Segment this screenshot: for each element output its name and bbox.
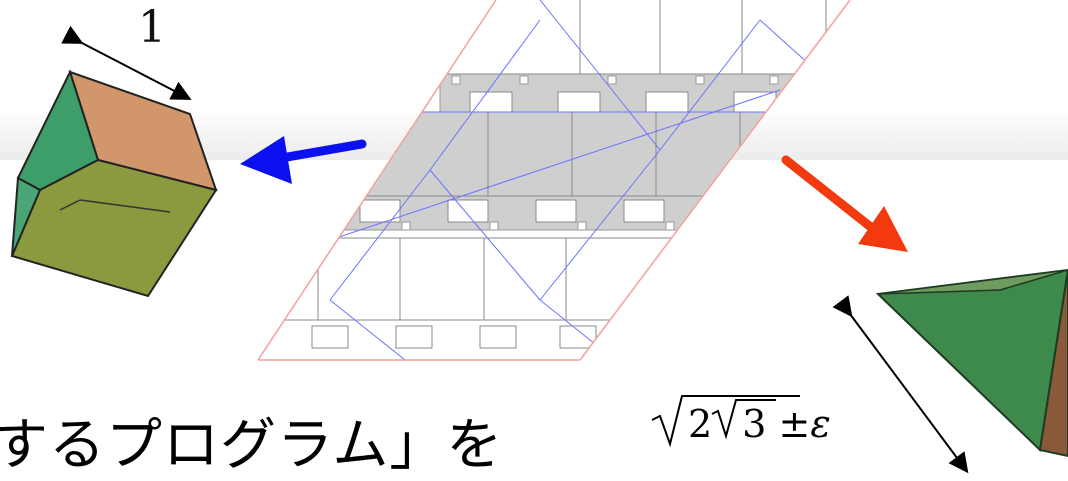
tetrahedron-shape [875,268,1068,458]
cube-edge-dimension [61,25,192,100]
radicand-outer: 2 [688,402,713,446]
epsilon: ε [810,402,831,446]
cube-shape [10,69,218,298]
plus-minus: ± [778,402,811,446]
radicand-inner: 3 [742,402,767,446]
cube-edge-label: 1 [138,2,166,53]
net-strip [258,0,850,360]
radical-signs [651,395,800,448]
tetra-edge-dimension [832,295,969,474]
red-arrow [781,155,908,252]
net-band [258,112,850,196]
blue-arrow [240,136,367,184]
net-boundary [257,0,851,361]
caption-text: するプログラム」を [0,413,504,478]
